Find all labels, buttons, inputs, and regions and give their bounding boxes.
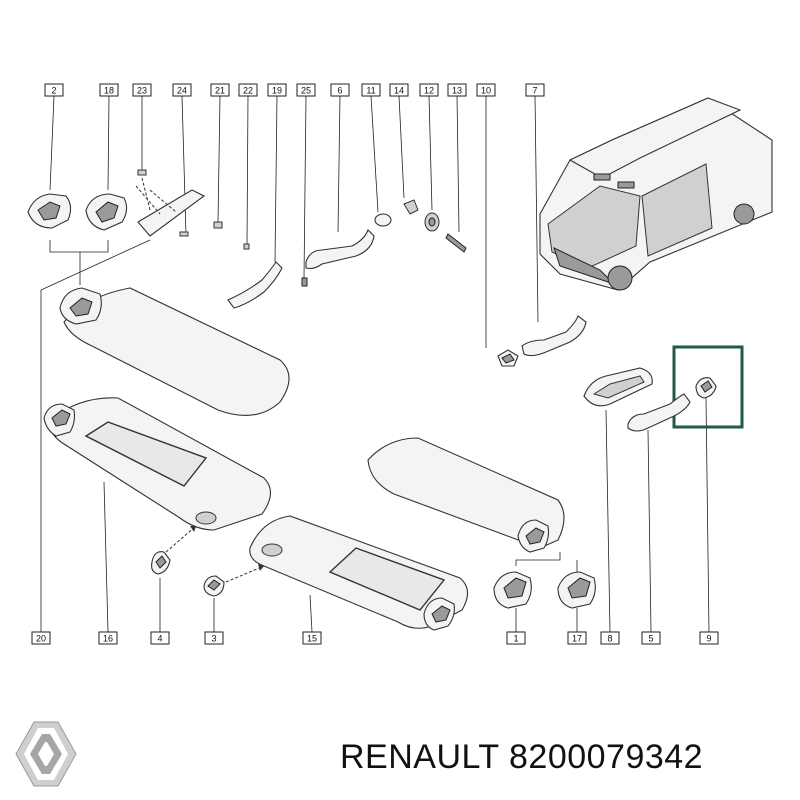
svg-text:17: 17 [572,634,582,644]
part-18-visor-clip [85,193,128,231]
svg-text:20: 20 [36,634,46,644]
svg-text:5: 5 [648,634,653,644]
svg-text:4: 4 [157,634,162,644]
callout-19: 19 [267,83,287,97]
callout-9: 9 [699,631,719,645]
callout-12: 12 [419,83,439,97]
visor-hinge-15 [423,597,455,631]
svg-text:21: 21 [215,86,225,96]
visor-hinge-16 [43,403,76,437]
callout-3: 3 [204,631,224,645]
part-12-washer [424,212,440,232]
part-14-clip [403,199,419,215]
part-22-clip [243,243,250,250]
svg-text:19: 19 [272,86,282,96]
svg-text:13: 13 [452,86,462,96]
van-illustration [539,97,773,291]
part-6-grab-handle [305,229,375,270]
visor-hinge-right [517,519,550,553]
renault-diamond-logo-icon [15,721,77,787]
callout-5: 5 [641,631,661,645]
callout-11: 11 [361,83,381,97]
svg-text:24: 24 [177,86,187,96]
visor-clip-slot-16 [195,511,217,525]
part-17-visor-clip [557,571,596,609]
svg-text:15: 15 [307,634,317,644]
svg-text:22: 22 [243,86,253,96]
part-19-grab-handle [227,261,283,309]
part-23-24-console-bracket [135,169,206,237]
part-5-handle [627,393,691,432]
callout-8: 8 [600,631,620,645]
svg-text:11: 11 [366,86,375,96]
highlight-frame-9 [672,345,744,429]
visor-slot-15 [261,543,283,557]
part-1-visor-clip [493,571,532,609]
part-3-visor-clip [203,575,225,597]
svg-text:3: 3 [211,634,216,644]
part-9-cap [695,377,717,399]
part-4-visor-clip [151,551,171,575]
part-10-cap [497,349,519,367]
callout-25: 25 [296,83,316,97]
callout-22: 22 [238,83,258,97]
callout-15: 15 [302,631,322,645]
callout-21: 21 [210,83,230,97]
svg-text:12: 12 [424,86,434,96]
callout-17: 17 [567,631,587,645]
callout-2: 2 [44,83,64,97]
svg-text:23: 23 [137,86,147,96]
svg-text:7: 7 [532,86,537,96]
callout-20: 20 [31,631,51,645]
arrow-4-head [190,526,196,532]
leader-lines [40,95,710,633]
callout-1: 1 [506,631,526,645]
visor-hinge-top-left [59,287,102,325]
callout-6: 6 [330,83,350,97]
part-2-visor-clip [27,193,72,229]
part-25-screw [301,277,308,287]
arrow-3 [225,565,265,583]
arrow-4 [165,525,197,553]
svg-text:10: 10 [481,86,491,96]
svg-text:2: 2 [51,86,56,96]
svg-text:1: 1 [513,634,518,644]
callout-10: 10 [476,83,496,97]
visor-body-right [367,437,565,549]
callout-23: 23 [132,83,152,97]
visor-body-top-left [63,287,290,416]
callout-18: 18 [99,83,119,97]
part-16-visor-mirror [84,421,208,487]
svg-text:8: 8 [607,634,612,644]
part-13-screw [445,233,467,253]
svg-text:25: 25 [301,86,311,96]
part-21-clip [213,221,223,229]
svg-text:9: 9 [706,634,711,644]
callout-4: 4 [150,631,170,645]
part-11-cap [374,213,392,227]
svg-text:6: 6 [337,86,342,96]
part-15-visor-mirror [328,547,446,611]
callout-24: 24 [172,83,192,97]
callout-16: 16 [98,631,118,645]
callout-7: 7 [525,83,545,97]
callout-14: 14 [389,83,409,97]
svg-text:14: 14 [394,86,404,96]
callout-13: 13 [447,83,467,97]
part-number-footer: RENAULT 8200079342 [340,738,704,776]
svg-text:16: 16 [103,634,113,644]
part-8-overhead-console [583,367,653,407]
svg-text:18: 18 [104,86,114,96]
part-7-grab-handle [521,315,587,357]
